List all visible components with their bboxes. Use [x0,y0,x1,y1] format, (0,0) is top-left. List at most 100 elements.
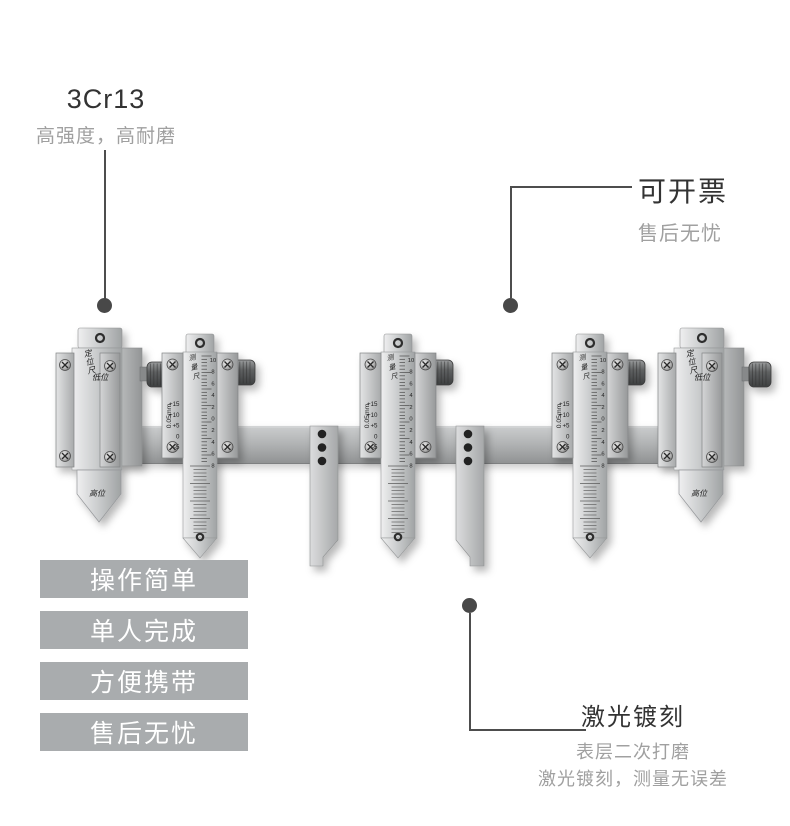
gauge-name-label: 定 [685,348,696,359]
main-scale-number: 4 [601,440,605,446]
lower-position-label: 高位 [691,489,708,498]
callout-material: 3Cr13 高强度，高耐磨 [20,84,192,148]
screw-hole-icon [393,532,403,542]
main-scale-number: 8 [601,370,604,376]
gauge-name-label: 测 [578,353,587,362]
vernier-scale-number: +10 [559,412,570,419]
gauge-name-label: 尺 [689,365,700,376]
gauge-name-label: 定 [83,348,94,359]
main-scale-number: 6 [601,381,604,387]
upper-position-label: 低位 [92,373,109,382]
gauge-name-label: 尺 [582,372,591,381]
main-scale-number: 10 [600,358,606,364]
measuring-blade [182,351,218,539]
main-scale-number: 4 [601,393,605,399]
frame-plate-left [657,352,677,468]
screw-hole-icon [696,332,708,344]
screw-hole-icon [392,337,404,349]
leg-hole-icon [317,443,327,452]
arrow-tip [678,469,724,523]
arrow-tip [76,469,122,523]
laser-subtitle-1: 表层二次打磨 [576,742,690,762]
vernier-scale-number: -5 [564,444,570,451]
vernier-scale-number: 0 [176,433,180,440]
main-scale-number: 6 [211,381,214,387]
main-scale-number: 10 [210,358,216,364]
frame-plate-left [161,352,184,459]
gauge-name-label: 位 [85,357,96,368]
main-scale-number: 0 [211,417,214,423]
leg-hole-icon [463,429,473,439]
gauge-name-label: 尺 [390,372,399,381]
leg-hole-icon [317,429,327,439]
main-scale-number: 6 [409,381,412,387]
main-scale-number: 4 [409,393,413,399]
gauge-name-label: 位 [687,357,698,368]
main-scale-number: 6 [409,452,412,458]
main-scale-number: 8 [409,370,412,376]
vernier-scale-number: +5 [562,423,570,430]
main-scale-number: 0 [601,417,604,423]
frame-plate-right [216,352,239,459]
main-scale-number: 2 [211,428,214,434]
screw-hole-icon [194,337,206,349]
main-scale-number: 10 [408,358,414,364]
screw-hole-icon [584,337,596,349]
vernier-scale-number: 0 [374,433,378,440]
feature-badges: 操作简单 单人完成 方便携带 售后无忧 [40,560,248,751]
gauge-name-label: 尺 [192,372,201,381]
hanging-leg-left [309,425,339,567]
frame-plate-right [701,352,723,468]
frame-plate-right [414,352,437,459]
leader-line-invoice-vertical [510,186,512,298]
vernier-scale-number: +15 [367,401,378,408]
leader-line-material [104,150,106,300]
vernier-scale-number: -5 [174,444,180,451]
measuring-blade [572,351,608,539]
main-scale-number: 4 [211,393,215,399]
callout-invoice: 可开票 售后无忧 [638,170,728,246]
laser-title: 激光镀刻 [581,704,685,731]
leader-line-invoice-horizontal [510,186,632,188]
vernier-scale-number: 0 [566,433,570,440]
main-scale-number: 2 [601,428,604,434]
frame-plate-right [99,352,121,468]
main-scale-number: 2 [211,405,214,411]
frame-plate-left [551,352,574,459]
material-title: 3Cr13 [66,84,146,114]
callout-dot-laser [462,598,477,613]
gauge-name-label: 尺 [87,365,98,376]
vernier-scale-number: +15 [169,401,180,408]
leg-hole-icon [463,456,473,466]
vernier-scale-number: +5 [370,423,378,430]
main-scale-number: 4 [211,440,215,446]
feature-badge-easy-operation: 操作简单 [40,560,248,598]
lower-position-label: 高位 [89,489,106,498]
main-scale-number: 2 [601,405,604,411]
feature-badge-after-sales: 售后无忧 [40,713,248,751]
precision-label: 0.05mm [364,403,371,428]
main-scale-number: 6 [601,452,604,458]
main-scale-number: 8 [409,463,412,469]
gauge-name-label: 量 [388,363,397,372]
thumb-screw-knob [748,361,772,388]
screw-hole-icon [585,532,595,542]
vernier-scale-number: -5 [372,444,378,451]
leg-hole-icon [317,456,327,466]
callout-laser: 激光镀刻 表层二次打磨 激光镀刻，测量无误差 [519,697,747,792]
main-scale-number: 8 [211,463,214,469]
main-scale-number: 2 [409,405,412,411]
main-scale-number: 8 [601,463,604,469]
laser-subtitle-2: 激光镀刻，测量无误差 [538,769,728,790]
leg-hole-icon [463,443,473,452]
gauge-name-label: 测 [386,353,395,362]
feature-badge-single-person: 单人完成 [40,611,248,649]
main-scale-number: 0 [409,417,412,423]
gauge-name-label: 测 [188,353,197,362]
